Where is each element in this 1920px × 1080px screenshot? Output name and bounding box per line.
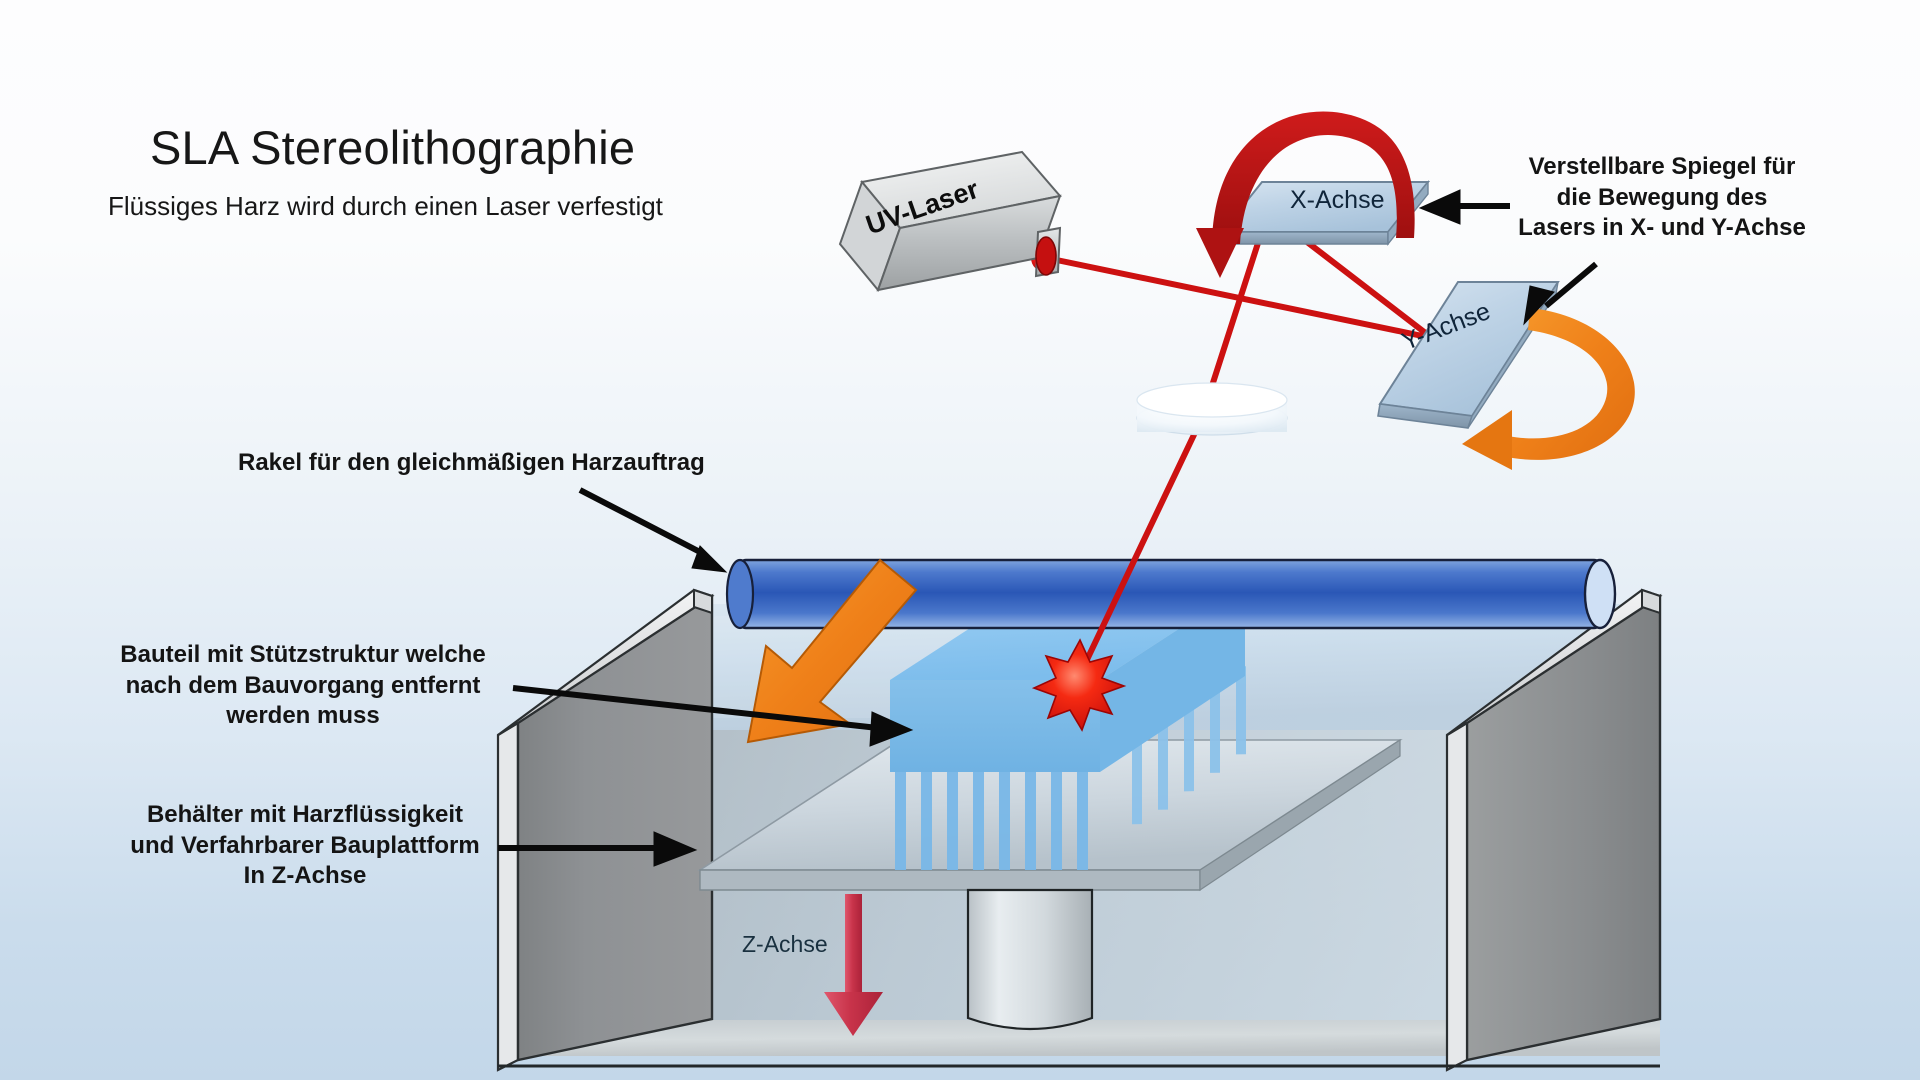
annotation-part: Bauteil mit Stützstruktur welche nach de… — [120, 641, 486, 730]
label-x-axis-mirror: X-Achse — [1290, 186, 1385, 214]
page-title: SLA Stereolithographie — [150, 121, 636, 174]
recoater-blade — [725, 558, 1617, 630]
support-structure-front — [895, 760, 1088, 870]
beam-lens-to-part — [1081, 417, 1204, 669]
leader-mirror-x — [1418, 189, 1510, 225]
leader-part — [512, 685, 914, 747]
tank-wall-left — [516, 593, 714, 1062]
annotation-leaders — [498, 189, 1598, 867]
part-front-face — [890, 680, 1100, 772]
part-right-face — [1100, 586, 1245, 772]
tank-wall-right-cap — [1641, 588, 1661, 615]
z-column — [966, 888, 1094, 1031]
build-platform-plate-edge-right — [1199, 738, 1401, 892]
leader-recoater — [578, 487, 728, 573]
laser-impact-star-icon — [1031, 638, 1127, 732]
tank-floor — [519, 1020, 1660, 1056]
annotation-recoater: Rakel für den gleichmäßigen Harzauftrag — [238, 449, 705, 476]
annotation-mirrors: Verstellbare Spiegel für die Bewegung de… — [1518, 153, 1806, 242]
build-platform-assembly — [697, 738, 1403, 1031]
focus-lens — [1136, 382, 1288, 436]
mirror-x-edge — [1221, 231, 1389, 245]
label-z-axis: Z-Achse — [742, 931, 828, 957]
annotation-tank: Behälter mit Harzflüssigkeit und Verfahr… — [130, 801, 480, 890]
recoater-roller-cap-right — [1583, 558, 1617, 630]
rotation-arrow-y-icon — [1462, 308, 1635, 470]
tank-wall-left-cap — [693, 588, 713, 615]
tank-wall-right-outer — [1445, 721, 1469, 1072]
uv-laser-unit — [838, 150, 1062, 292]
recoater-roller-cap-left — [725, 558, 755, 630]
leader-mirror-y — [1523, 261, 1598, 326]
page-subtitle: Flüssiges Harz wird durch einen Laser ve… — [108, 191, 663, 221]
recoater-motion-arrow-icon — [746, 558, 918, 744]
leader-tank — [498, 831, 698, 867]
tank-wall-left-outer — [496, 721, 520, 1072]
laser-aperture — [1035, 236, 1057, 276]
z-axis-arrow-icon — [824, 894, 883, 1036]
printed-part — [890, 586, 1246, 870]
support-structure-right — [1132, 666, 1246, 825]
rotation-arrow-x-icon — [1196, 111, 1415, 278]
build-platform-plate-edge — [699, 869, 1201, 891]
